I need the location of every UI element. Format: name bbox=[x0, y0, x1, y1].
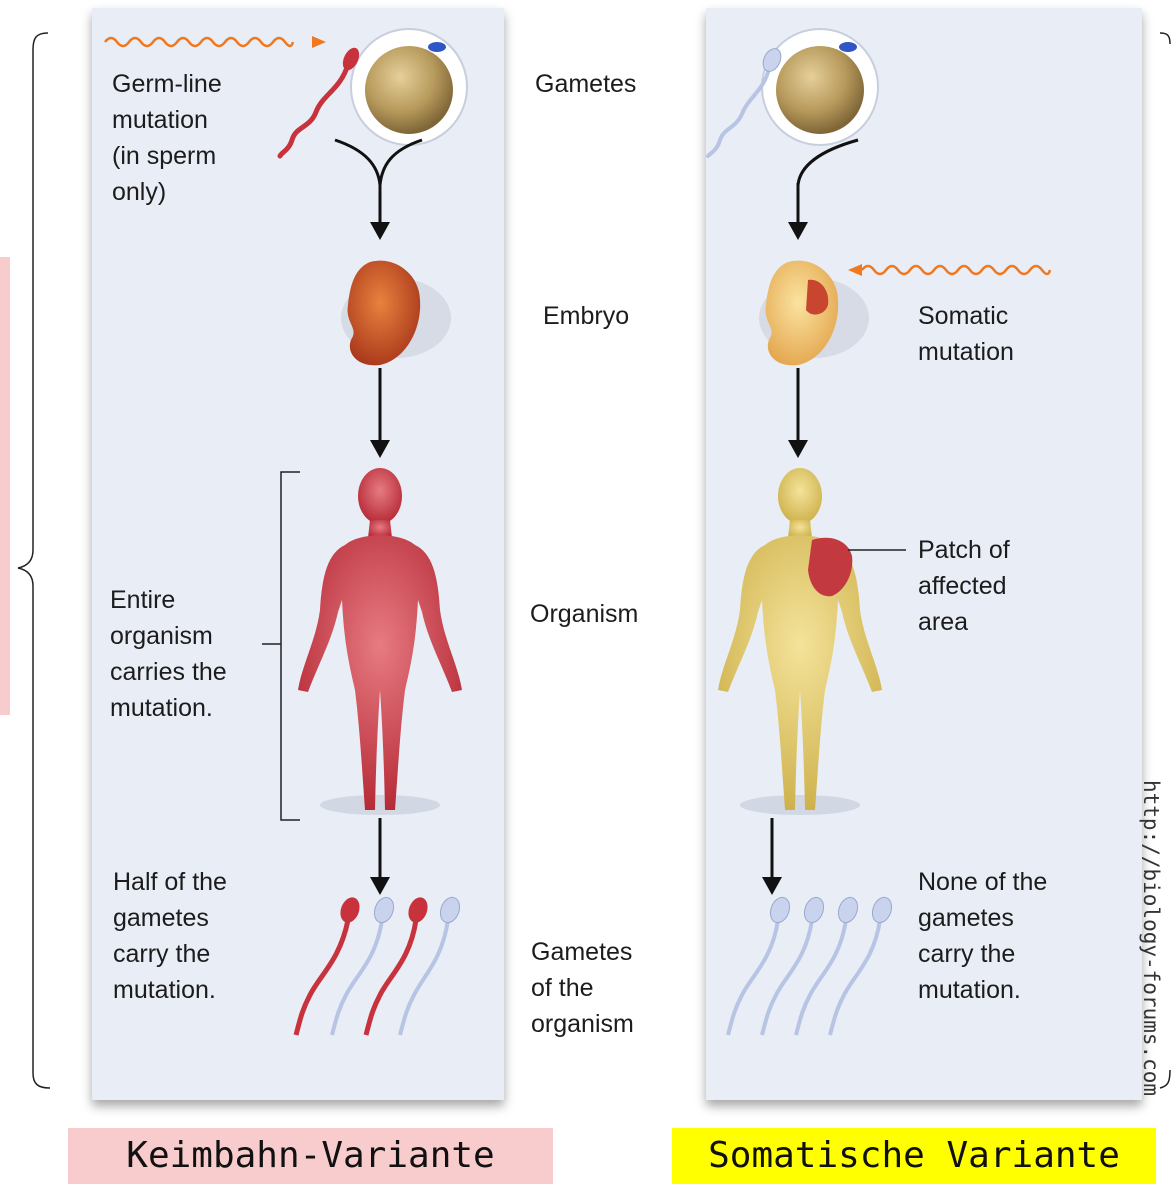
somatic-mutation-wave-icon bbox=[862, 266, 1050, 274]
somatic-caption: Somatische Variante bbox=[672, 1128, 1156, 1184]
embryo-icon bbox=[759, 261, 869, 366]
germline-caption: Keimbahn-Variante bbox=[68, 1128, 553, 1184]
stage-organism-label: Organism bbox=[530, 596, 638, 632]
source-watermark: http://biology-forums.com bbox=[1139, 780, 1163, 1096]
stage-gametes-label: Gametes bbox=[535, 66, 636, 102]
egg-cell-icon bbox=[762, 29, 878, 145]
egg-cell-icon bbox=[351, 29, 467, 145]
mutation-wave-icon bbox=[105, 38, 293, 46]
offspring-gametes-half-mutated bbox=[296, 895, 463, 1035]
left-brace bbox=[18, 33, 50, 1088]
offspring-gametes-none-mutated bbox=[728, 895, 895, 1035]
somatic-organism-figure bbox=[718, 468, 882, 815]
patch-affected-label: Patch of affected area bbox=[918, 532, 1010, 640]
mutated-sperm-icon bbox=[280, 45, 362, 156]
half-gametes-label: Half of the gametes carry the mutation. bbox=[113, 864, 227, 1008]
entire-organism-label: Entire organism carries the mutation. bbox=[110, 582, 227, 726]
stage-embryo-label: Embryo bbox=[543, 298, 629, 334]
embryo-icon bbox=[341, 261, 451, 366]
germline-mutation-label: Germ-line mutation (in sperm only) bbox=[112, 66, 222, 210]
none-gametes-label: None of the gametes carry the mutation. bbox=[918, 864, 1047, 1008]
somatic-mutation-label: Somatic mutation bbox=[918, 298, 1014, 370]
organism-bracket bbox=[262, 472, 300, 820]
germline-organism-figure bbox=[298, 468, 462, 815]
stage-offspring-gametes-label: Gametes of the organism bbox=[531, 934, 634, 1042]
